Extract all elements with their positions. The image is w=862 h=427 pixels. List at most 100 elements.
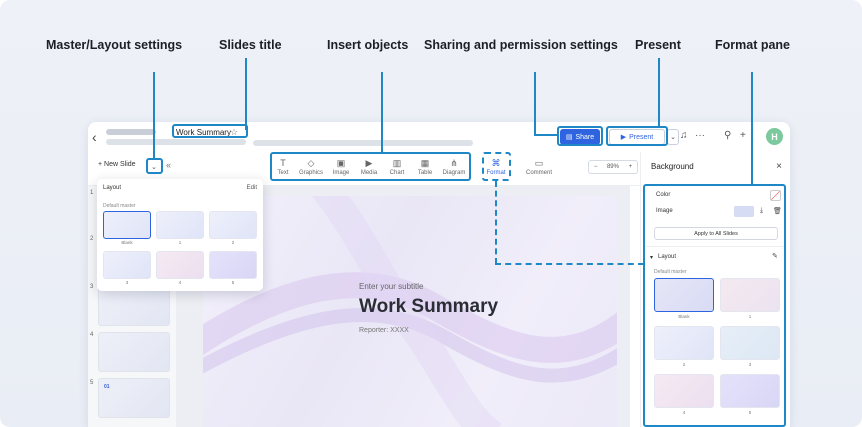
slide-canvas[interactable]: Enter your subtitle Work Summary Reporte… — [203, 196, 617, 427]
diagram-icon: ⋔ — [450, 158, 458, 168]
pane-layout-4[interactable] — [654, 374, 714, 408]
slide-thumbnail-3[interactable] — [98, 286, 170, 326]
leader-line-dashed — [495, 181, 497, 264]
leader-line — [751, 72, 753, 186]
thumbnail-number: 5 — [90, 380, 94, 386]
thumbnail-text: 01 — [104, 384, 110, 390]
more-icon[interactable]: ··· — [695, 130, 705, 141]
layout-caption: 5 — [748, 410, 752, 415]
layout-caption: 2 — [231, 240, 235, 245]
format-pane: Background × Color Image ⤓ 🗑 Apply to Al… — [640, 152, 790, 427]
zoom-in-icon[interactable]: + — [628, 164, 633, 170]
callout-present: Present — [635, 38, 681, 52]
leader-line — [534, 134, 558, 136]
present-label: Present — [629, 133, 654, 141]
trash-icon[interactable]: 🗑 — [773, 208, 782, 215]
apply-to-all-button[interactable]: Apply to All Slides — [654, 227, 778, 240]
slide-background-art — [203, 196, 617, 427]
chevron-down-icon[interactable]: ⌄ — [151, 164, 157, 171]
layout-caption: 3 — [125, 280, 129, 285]
plus-icon[interactable]: + — [740, 130, 746, 141]
layout-option-1[interactable] — [156, 211, 204, 239]
app-window: ‹ Work Summary ☆ ▤ Share ▶ Present ⌄ ♫ ·… — [88, 122, 790, 427]
highlight-present-button — [606, 126, 668, 146]
search-icon[interactable]: ⚲ — [724, 130, 732, 141]
insert-graphics-tool[interactable]: ◇Graphics — [298, 158, 323, 176]
zoom-control[interactable]: − 89% + — [588, 160, 638, 174]
image-icon: ▣ — [336, 158, 346, 168]
pane-layout-5[interactable] — [720, 374, 780, 408]
slide-title[interactable]: Work Summary — [359, 296, 499, 317]
close-icon[interactable]: × — [776, 161, 782, 172]
background-image-thumb[interactable] — [734, 206, 754, 217]
insert-image-tool[interactable]: ▣Image — [328, 158, 354, 176]
default-master-label: Default master — [654, 269, 687, 275]
layout-caption: 5 — [231, 280, 235, 285]
layout-section-label: Layout — [658, 254, 677, 260]
leader-line-dashed — [495, 263, 644, 265]
bell-icon[interactable]: ♫ — [680, 130, 688, 141]
share-button[interactable]: ▤ Share — [560, 129, 600, 145]
slide-subtitle[interactable]: Enter your subtitle — [359, 282, 424, 291]
zoom-out-icon[interactable]: − — [593, 164, 598, 170]
insert-diagram-tool[interactable]: ⋔Diagram — [442, 158, 466, 176]
callout-slides-title: Slides title — [219, 38, 282, 52]
star-icon[interactable]: ☆ — [230, 127, 239, 137]
slide-thumbnail-4[interactable] — [98, 332, 170, 372]
back-icon[interactable]: ‹ — [92, 129, 97, 145]
layout-caption: 2 — [682, 362, 686, 367]
layout-caption: 4 — [682, 410, 686, 415]
avatar[interactable]: H — [766, 128, 783, 145]
pane-layout-1[interactable] — [720, 278, 780, 312]
comment-icon: ▭ — [534, 158, 544, 168]
thumbnail-number: 2 — [90, 236, 94, 242]
media-icon: ▶ — [365, 158, 373, 168]
placeholder-bar — [106, 129, 156, 135]
text-icon: T — [280, 158, 286, 168]
leader-line — [245, 58, 247, 130]
divider — [646, 246, 786, 247]
highlight-format-pane — [643, 184, 786, 427]
thumbnail-number: 4 — [90, 332, 94, 338]
format-tool[interactable]: ⌘Format — [483, 158, 509, 176]
new-slide-button[interactable]: + New Slide — [98, 161, 136, 168]
insert-media-tool[interactable]: ▶Media — [356, 158, 382, 176]
slide-reporter[interactable]: Reporter: XXXX — [359, 327, 409, 334]
insert-table-tool[interactable]: ▦Table — [412, 158, 438, 176]
shape-icon: ◇ — [307, 158, 315, 168]
download-icon[interactable]: ⤓ — [760, 207, 764, 214]
format-icon: ⌘ — [491, 158, 501, 168]
edit-icon[interactable]: ✎ — [772, 253, 778, 260]
pane-layout-3[interactable] — [720, 326, 780, 360]
layout-option-4[interactable] — [156, 251, 204, 279]
pane-layout-blank[interactable] — [654, 278, 714, 312]
color-picker[interactable] — [770, 190, 781, 201]
layout-caption: 4 — [178, 280, 182, 285]
document-title[interactable]: Work Summary — [176, 128, 231, 137]
layout-option-2[interactable] — [209, 211, 257, 239]
chevron-down-icon[interactable]: ⌄ — [667, 129, 679, 145]
chevron-down-icon[interactable]: ▾ — [650, 255, 654, 261]
layout-caption: 1 — [748, 314, 752, 319]
placeholder-bar — [253, 140, 473, 146]
layout-option-3[interactable] — [103, 251, 151, 279]
color-label: Color — [656, 192, 671, 198]
highlight-format-button — [482, 152, 511, 181]
layout-caption: Blank — [121, 240, 133, 245]
insert-chart-tool[interactable]: ▥Chart — [384, 158, 410, 176]
layout-option-blank[interactable] — [103, 211, 151, 239]
thumbnail-number: 3 — [90, 284, 94, 290]
pane-layout-2[interactable] — [654, 326, 714, 360]
table-icon: ▦ — [420, 158, 430, 168]
layout-edit-button[interactable]: Edit — [246, 185, 257, 191]
comment-tool[interactable]: ▭Comment — [526, 158, 553, 176]
collapse-icon[interactable]: « — [166, 160, 172, 170]
layout-option-5[interactable] — [209, 251, 257, 279]
layout-popup-title: Layout — [103, 185, 122, 191]
layout-caption: 1 — [178, 240, 182, 245]
share-label: Share — [575, 133, 595, 141]
slide-thumbnail-5[interactable]: 01 — [98, 378, 170, 418]
